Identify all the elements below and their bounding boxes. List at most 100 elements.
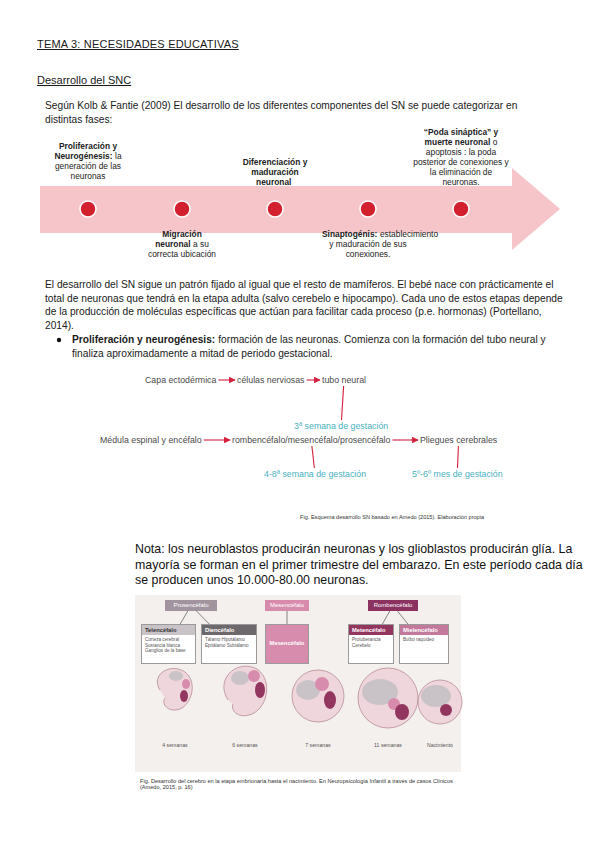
page-title: TEMA 3: NECESIDADES EDUCATIVAS	[37, 38, 239, 50]
flow-step: rombencéfalo/mesencéfalo/prosencéfalo	[230, 434, 392, 446]
stage-dot	[359, 200, 377, 218]
embryo-sketch	[292, 670, 344, 722]
node-text: Capa ectodérmica	[145, 375, 216, 385]
brain-region	[231, 671, 249, 685]
node-text: 4-8ª semana de gestación	[264, 469, 366, 479]
brain-division-header: Prosencéfalo	[165, 600, 217, 611]
node-text: Pliegues cerebrales	[420, 435, 497, 445]
age-label-block: 7 semanas	[298, 742, 338, 748]
brain-division-header: Mesencéfalo	[265, 600, 309, 611]
flow-step: 3ª semana de gestación	[292, 420, 390, 432]
stage-circle	[360, 201, 376, 217]
brain-region	[395, 704, 409, 720]
figure-background	[135, 595, 461, 772]
flow-arrow	[392, 439, 418, 440]
figure-caption: Fig. Desarrollo del cerebro en la etapa …	[140, 778, 460, 790]
note-text: Nota: los neuroblastos producirán neuron…	[135, 542, 583, 587]
brain-region	[169, 671, 183, 681]
body-paragraph: El desarrollo del SN sigue un patrón fij…	[45, 279, 563, 331]
brain-region-box: DiencéfaloTálamo Hipotálamo Epitálamo Su…	[201, 624, 257, 664]
stage-circle	[267, 201, 283, 217]
embryo-sketch	[358, 668, 418, 728]
figure-caption: Fig. Esquema desarrollo SN basado en Ame…	[300, 514, 484, 520]
stage-dot	[173, 200, 191, 218]
region-heading: Mesencéfalo	[266, 625, 308, 648]
connector-line	[382, 611, 389, 624]
stage-circle	[80, 201, 96, 217]
age-label: 11 semanas	[374, 742, 402, 748]
brain-division-header: Rombencéfalo	[368, 600, 418, 611]
embryo-sketch	[157, 668, 192, 710]
section-heading-block: Desarrollo del SNC	[37, 74, 337, 86]
connector-line	[341, 386, 343, 420]
connector-line	[180, 611, 188, 624]
brain-region	[421, 685, 451, 707]
note-text-block: Nota: los neuroblastos producirán neuron…	[135, 542, 585, 589]
flow-step: 4-8ª semana de gestación	[262, 468, 368, 480]
timeline-stage: Sinaptogénis:establecimiento y maduració…	[359, 200, 377, 218]
brain-region	[324, 691, 336, 709]
stage-text: Sinaptogénis:	[322, 229, 377, 239]
brain-region	[255, 682, 265, 698]
flow-arrow	[204, 439, 230, 440]
brain-region-box: Mesencéfalo	[265, 624, 309, 664]
flow-step: células nerviosas	[235, 374, 306, 386]
stage-label: “Poda sináptica” y muerte neuronalo apop…	[413, 127, 509, 187]
age-label-block: 6 semanas	[225, 742, 265, 748]
embryo-illustration	[157, 666, 462, 728]
stage-dot	[79, 200, 97, 218]
figure-caption-block: Fig. Esquema desarrollo SN basado en Ame…	[300, 514, 540, 520]
connector-line	[196, 611, 209, 624]
region-heading: Telencéfalo	[142, 625, 195, 635]
stage-label: Diferenciación y maduración neuronal	[235, 157, 315, 187]
stage-text: “Poda sináptica” y muerte neuronal	[424, 127, 498, 147]
intro-text-block: Según Kolb & Fantie (2009) El desarrollo…	[45, 99, 555, 126]
timeline-arrow	[40, 168, 560, 250]
brain-region	[248, 670, 260, 682]
stage-dot	[266, 200, 284, 218]
intro-text: Según Kolb & Fantie (2009) El desarrollo…	[45, 100, 517, 125]
region-parts: Corteza cerebral Sustancia blanca Gangli…	[142, 635, 195, 656]
stage-text: Diferenciación y maduración neuronal	[243, 157, 308, 187]
node-text: 3ª semana de gestación	[294, 421, 388, 431]
region-parts: Protuberancia Cerebelo	[349, 635, 393, 650]
connector-line	[397, 611, 407, 624]
brain-region	[180, 690, 188, 702]
stage-circle	[174, 201, 190, 217]
connector-line	[457, 446, 459, 468]
age-label-block: 4 semanas	[155, 742, 195, 748]
bullet-text-block: Proliferación y neurogénesis:formación d…	[72, 333, 572, 361]
brain-region-box: MetencéfaloProtuberancia Cerebelo	[348, 624, 394, 664]
age-label: 7 semanas	[305, 742, 330, 748]
connector-line	[287, 611, 288, 624]
stage-label: Sinaptogénis:establecimiento y maduració…	[322, 229, 414, 259]
brain-region-box: MielencéfaloBulbo raquídeo	[399, 624, 449, 664]
node-text: Prosencéfalo	[165, 600, 217, 611]
timeline-stage: “Poda sináptica” y muerte neuronalo apop…	[452, 200, 470, 218]
brain-region-box: TelencéfaloCorteza cerebral Sustancia bl…	[141, 624, 196, 664]
stage-dot	[452, 200, 470, 218]
node-text: Mesencéfalo	[265, 600, 309, 611]
age-label: 4 semanas	[162, 742, 187, 748]
bullet-dot	[57, 338, 61, 342]
flow-step: Capa ectodérmica	[143, 374, 218, 386]
brain-region	[440, 704, 452, 716]
node-text: tubo neural	[322, 375, 366, 385]
stage-text: Proliferación y Neurogénesis:	[54, 141, 117, 161]
age-label-block: 11 semanas	[368, 742, 408, 748]
timeline-stage: Diferenciación y maduración neuronal	[266, 200, 284, 218]
section-heading: Desarrollo del SNC	[37, 74, 131, 86]
stage-circle	[453, 201, 469, 217]
brain-region	[315, 677, 329, 691]
region-heading: Mielencéfalo	[400, 625, 448, 635]
timeline-stage: Proliferación y Neurogénesis:la generaci…	[79, 200, 97, 218]
flow-step: Médula espinal y encéfalo	[98, 434, 204, 446]
age-label: 6 semanas	[232, 742, 257, 748]
flow-step: tubo neural	[320, 374, 368, 386]
bullet-text: Proliferación y neurogénesis:	[72, 334, 215, 345]
connector-line	[312, 446, 314, 468]
flow-arrow	[218, 379, 235, 380]
embryo-sketch	[418, 680, 462, 724]
timeline-stage: Migración neuronala su correcta ubicació…	[173, 200, 191, 218]
